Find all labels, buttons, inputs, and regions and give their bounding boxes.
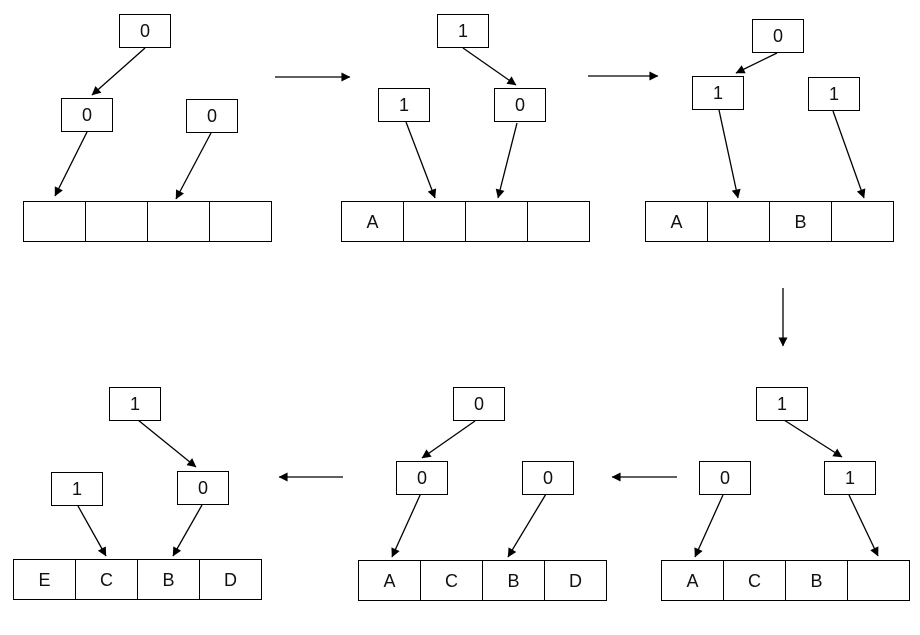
step3-edge-left-child-to-cell2 <box>718 109 741 199</box>
step6-root-node: 1 <box>109 387 161 421</box>
step1-edge-root-to-left-child <box>91 47 146 96</box>
step6-edge-left-child-to-cell2 <box>77 505 107 557</box>
step2-array-cell-4 <box>527 201 590 242</box>
step5-edge-left-child-to-cell1 <box>391 492 422 558</box>
step1-array-cell-1 <box>23 201 86 242</box>
step1-array <box>23 201 272 242</box>
step1-array-cell-4 <box>209 201 272 242</box>
step3-array-cell-3: B <box>769 201 832 242</box>
step3-root-node: 0 <box>752 19 804 53</box>
step1-array-cell-3 <box>147 201 210 242</box>
step2-array: A <box>341 201 590 242</box>
step5-array-cell-3: B <box>482 560 545 601</box>
step5-root-node: 0 <box>453 387 505 421</box>
step4-array-cell-2: C <box>723 560 786 601</box>
step1-array-cell-2 <box>85 201 148 242</box>
step1-root-node: 0 <box>119 14 171 48</box>
step4-left-node: 0 <box>699 461 751 495</box>
step5-edge-root-to-left-child <box>421 420 476 459</box>
step5-edge-right-child-to-cell3 <box>507 493 547 558</box>
step2-right-node: 0 <box>494 88 546 122</box>
step6-array-cell-2: C <box>75 559 138 600</box>
step3-array-cell-2 <box>707 201 770 242</box>
step5-array-cell-4: D <box>544 560 607 601</box>
step5-array-cell-2: C <box>420 560 483 601</box>
step2-root-node: 1 <box>437 14 489 48</box>
step4-array: A C B <box>661 560 910 601</box>
step3-array-cell-1: A <box>645 201 708 242</box>
step2-edge-root-to-right-child <box>462 47 517 86</box>
step6-edge-right-child-to-cell3 <box>172 504 203 557</box>
step3-right-node: 1 <box>808 77 860 111</box>
step6-array-cell-1: E <box>13 559 76 600</box>
step5-right-node: 0 <box>522 461 574 495</box>
step4-edge-right-child-to-cell4 <box>848 494 879 557</box>
step3-array-cell-4 <box>831 201 894 242</box>
step2-edge-right-child-to-cell3 <box>495 122 518 199</box>
step5-array-cell-1: A <box>358 560 421 601</box>
step4-array-cell-4 <box>847 560 910 601</box>
step6-right-node: 0 <box>177 471 229 505</box>
step6-array-cell-4: D <box>199 559 262 600</box>
step4-root-node: 1 <box>756 387 808 421</box>
step1-left-node: 0 <box>61 98 113 132</box>
step2-array-cell-2 <box>403 201 466 242</box>
step1-edge-left-child-to-cell1 <box>54 131 88 197</box>
step1-edge-right-child-to-cell3 <box>175 132 212 200</box>
step4-edge-root-to-right-child <box>783 419 843 458</box>
step4-array-cell-1: A <box>661 560 724 601</box>
step6-left-node: 1 <box>51 472 103 506</box>
step1-right-node: 0 <box>186 99 238 133</box>
step6-edge-root-to-right-child <box>137 419 197 468</box>
step5-array: A C B D <box>358 560 607 601</box>
step4-right-node: 1 <box>824 461 876 495</box>
step3-left-node: 1 <box>692 76 744 110</box>
step3-edge-right-child-to-cell4 <box>832 110 866 199</box>
step6-array-cell-3: B <box>137 559 200 600</box>
step2-edge-left-child-to-cell2 <box>405 121 437 199</box>
step4-array-cell-3: B <box>785 560 848 601</box>
step3-array: A B <box>645 201 894 242</box>
step2-array-cell-3 <box>465 201 528 242</box>
step2-array-cell-1: A <box>341 201 404 242</box>
step5-left-node: 0 <box>396 461 448 495</box>
step3-edge-root-to-left-child <box>735 52 778 74</box>
step2-left-node: 1 <box>378 88 430 122</box>
step4-edge-left-child-to-cell1 <box>694 494 724 558</box>
step6-array: E C B D <box>13 559 262 600</box>
